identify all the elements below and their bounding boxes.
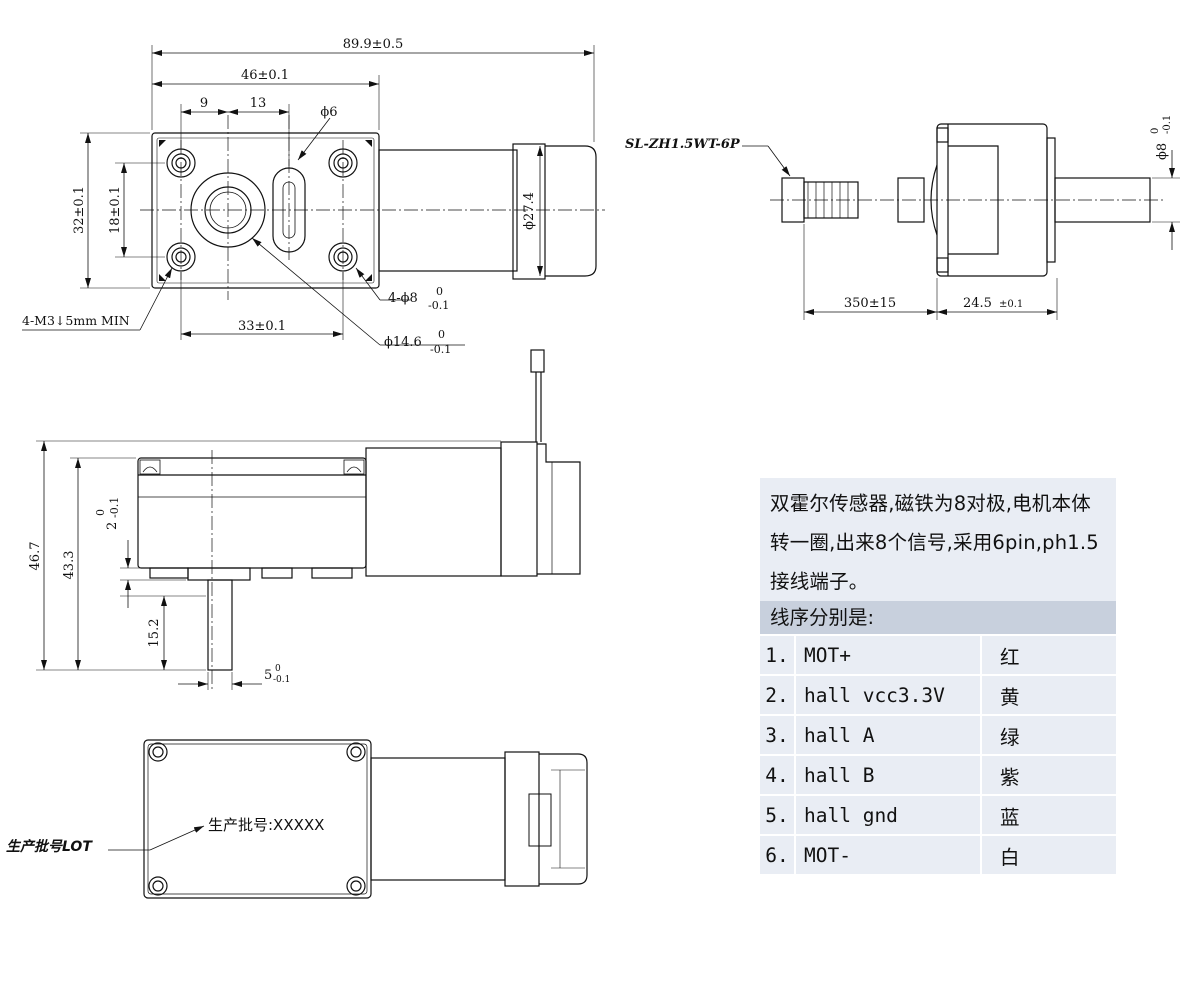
dim-length-tol: ±0.1	[999, 299, 1023, 310]
lot-text: 生产批号:XXXXX	[208, 816, 324, 834]
table-row: 3. hall A 绿	[760, 714, 1116, 755]
dim-holes-tol-upper: 0	[436, 285, 443, 298]
motor-bottom	[370, 757, 506, 881]
dim-hub-tol-lower: -0.1	[430, 343, 451, 356]
bottom-view	[108, 739, 588, 899]
wiring-table: 1. MOT+ 红 2. hall vcc3.3V 黄 3. hall A 绿 …	[760, 634, 1116, 874]
motor-can	[378, 149, 518, 272]
wire-color: 蓝	[981, 794, 1116, 835]
dim-hub-tol-upper: 0	[438, 328, 445, 341]
dim-holes: 4-ϕ8	[388, 291, 418, 306]
dim-total-length: 89.9±0.5	[343, 37, 404, 52]
dim-motor-dia: ϕ27.4	[522, 192, 537, 230]
dim-9: 9	[200, 96, 208, 111]
wire-color: 绿	[981, 714, 1116, 755]
wire-signal: hall B	[795, 754, 982, 795]
wire-color: 红	[981, 634, 1116, 675]
dim-15-2: 15.2	[147, 619, 162, 648]
screw-head	[148, 876, 168, 896]
dim-hub: ϕ14.6	[384, 335, 422, 350]
dim-46-7: 46.7	[28, 542, 43, 571]
dim-length-24-5: 24.5	[963, 296, 992, 311]
dim-shaft: ϕ8	[1155, 143, 1170, 160]
lot-label: 生产批号LOT	[6, 838, 93, 855]
label-screw: 4-M3↓5mm MIN	[22, 313, 130, 328]
wire-number: 1.	[760, 634, 796, 675]
wire-signal: hall A	[795, 714, 982, 755]
wire-color: 白	[981, 834, 1116, 874]
top-view-dimensions: 89.9±0.5 46±0.1 9 13 ϕ6 32±0.1 18±0.1 ϕ2…	[22, 37, 537, 356]
side-view-dimensions: 46.7 43.3 2 0 -0.1 15.2 5 0 -0.1	[28, 497, 290, 685]
wire-number: 5.	[760, 794, 796, 835]
dim-5-tol-upper: 0	[275, 664, 281, 674]
connector-socket	[528, 793, 552, 847]
dim-gearbox-length: 46±0.1	[241, 68, 289, 83]
right-view	[742, 123, 1180, 320]
connector-side	[530, 349, 545, 373]
motor-ring	[512, 143, 546, 280]
wire-signal: MOT+	[795, 634, 982, 675]
dim-height-32: 32±0.1	[72, 186, 87, 234]
dim-slot: ϕ6	[320, 105, 337, 120]
table-row: 1. MOT+ 红	[760, 634, 1116, 675]
screw-head	[148, 742, 168, 762]
dim-holes-tol-lower: -0.1	[428, 299, 449, 312]
wire-signal: hall vcc3.3V	[795, 674, 982, 715]
dim-2-tol-upper: 0	[94, 509, 107, 516]
motor-side-view	[365, 447, 502, 577]
wire-color: 紫	[981, 754, 1116, 795]
dim-13: 13	[250, 96, 267, 111]
dim-shaft-tol-lower: -0.1	[1162, 115, 1173, 134]
table-row: 2. hall vcc3.3V 黄	[760, 674, 1116, 715]
right-view-dimensions: SL-ZH1.5WT-6P 350±15 24.5 ±0.1 ϕ8 0 -0.1	[625, 115, 1173, 311]
wire-signal: MOT-	[795, 834, 982, 874]
dim-height-18: 18±0.1	[108, 186, 123, 234]
screw-head	[346, 742, 366, 762]
table-row: 6. MOT- 白	[760, 834, 1116, 874]
dim-5: 5	[264, 668, 272, 683]
bottom-view-labels: 生产批号LOT 生产批号:XXXXX	[6, 816, 324, 855]
connector-label: SL-ZH1.5WT-6P	[625, 137, 741, 152]
dim-43-3: 43.3	[62, 551, 77, 580]
sensor-description: 双霍尔传感器,磁铁为8对极,电机本体转一圈,出来8个信号,采用6pin,ph1.…	[770, 492, 1099, 593]
dim-33: 33±0.1	[238, 319, 286, 334]
wire-number: 4.	[760, 754, 796, 795]
wire-number: 3.	[760, 714, 796, 755]
wire-number: 2.	[760, 674, 796, 715]
dim-cable: 350±15	[844, 296, 896, 311]
screw-head	[346, 876, 366, 896]
output-shaft-side	[207, 579, 233, 671]
info-panel: 双霍尔传感器,磁铁为8对极,电机本体转一圈,出来8个信号,采用6pin,ph1.…	[760, 478, 1116, 874]
table-row: 5. hall gnd 蓝	[760, 794, 1116, 835]
dim-2-tol-lower: -0.1	[108, 497, 121, 518]
wiring-title: 线序分别是:	[760, 601, 1116, 634]
wire-color: 黄	[981, 674, 1116, 715]
wire-number: 6.	[760, 834, 796, 874]
side-view	[36, 349, 581, 690]
dim-shaft-tol-upper: 0	[1150, 128, 1161, 134]
dim-2: 2	[105, 522, 120, 530]
wire-signal: hall gnd	[795, 794, 982, 835]
dim-5-tol-lower: -0.1	[273, 675, 290, 685]
table-row: 4. hall B 紫	[760, 754, 1116, 795]
top-view	[22, 45, 605, 346]
